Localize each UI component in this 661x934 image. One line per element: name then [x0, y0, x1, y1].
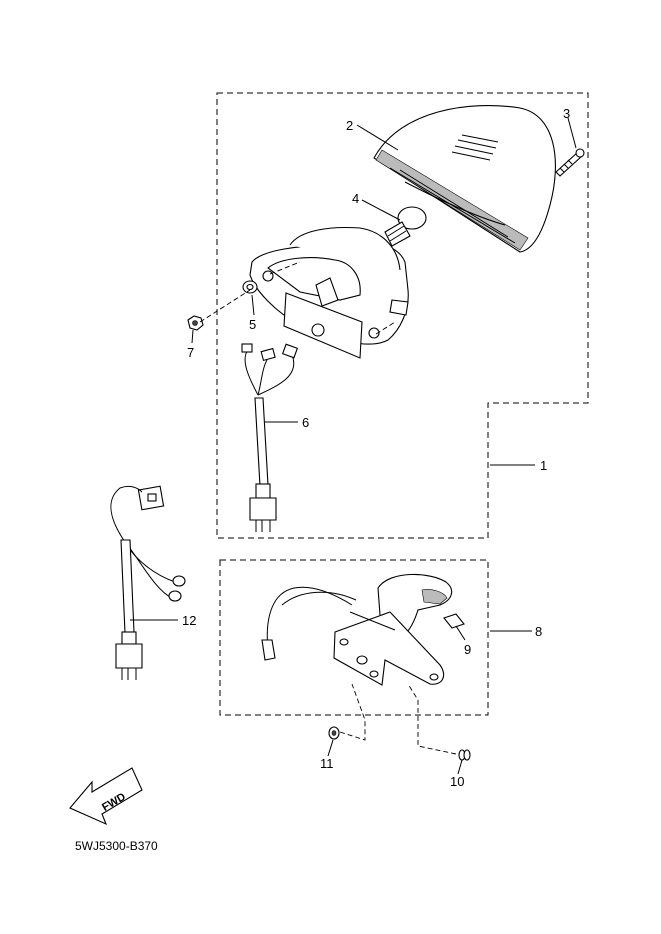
assembly-line-10 — [407, 683, 457, 755]
callout-4: 4 — [352, 191, 359, 206]
leader-lines — [130, 117, 577, 775]
callout-1: 1 — [540, 458, 547, 473]
callout-7: 7 — [187, 345, 194, 360]
taillight-housing — [249, 227, 409, 359]
wire-harness-12 — [110, 485, 186, 680]
callout-9: 9 — [464, 642, 471, 657]
callout-5: 5 — [249, 317, 256, 332]
tail-lens — [373, 104, 556, 253]
nut-7 — [187, 315, 204, 331]
callout-12: 12 — [182, 613, 196, 628]
clip-9 — [443, 613, 465, 629]
license-light-8 — [261, 573, 453, 686]
bulb-4 — [384, 206, 427, 247]
callout-6: 6 — [302, 415, 309, 430]
callout-3: 3 — [563, 106, 570, 121]
screw-3 — [555, 148, 585, 177]
assembly-line-3 — [375, 321, 396, 335]
figure-code: 5WJ5300-B370 — [75, 839, 158, 853]
wire-harness-6 — [241, 343, 299, 532]
callout-2: 2 — [346, 118, 353, 133]
assembly-1-boundary — [216, 92, 589, 539]
washer-10 — [458, 749, 471, 761]
callout-10: 10 — [450, 774, 464, 789]
assembly-line-11 — [339, 683, 366, 741]
callout-11: 11 — [320, 756, 334, 771]
callout-8: 8 — [535, 624, 542, 639]
fwd-arrow: FWD — [69, 767, 143, 826]
assembly-line-7 — [199, 261, 301, 323]
nut-11 — [328, 726, 340, 740]
washer-5 — [242, 280, 258, 294]
assembly-8-boundary — [219, 559, 489, 716]
